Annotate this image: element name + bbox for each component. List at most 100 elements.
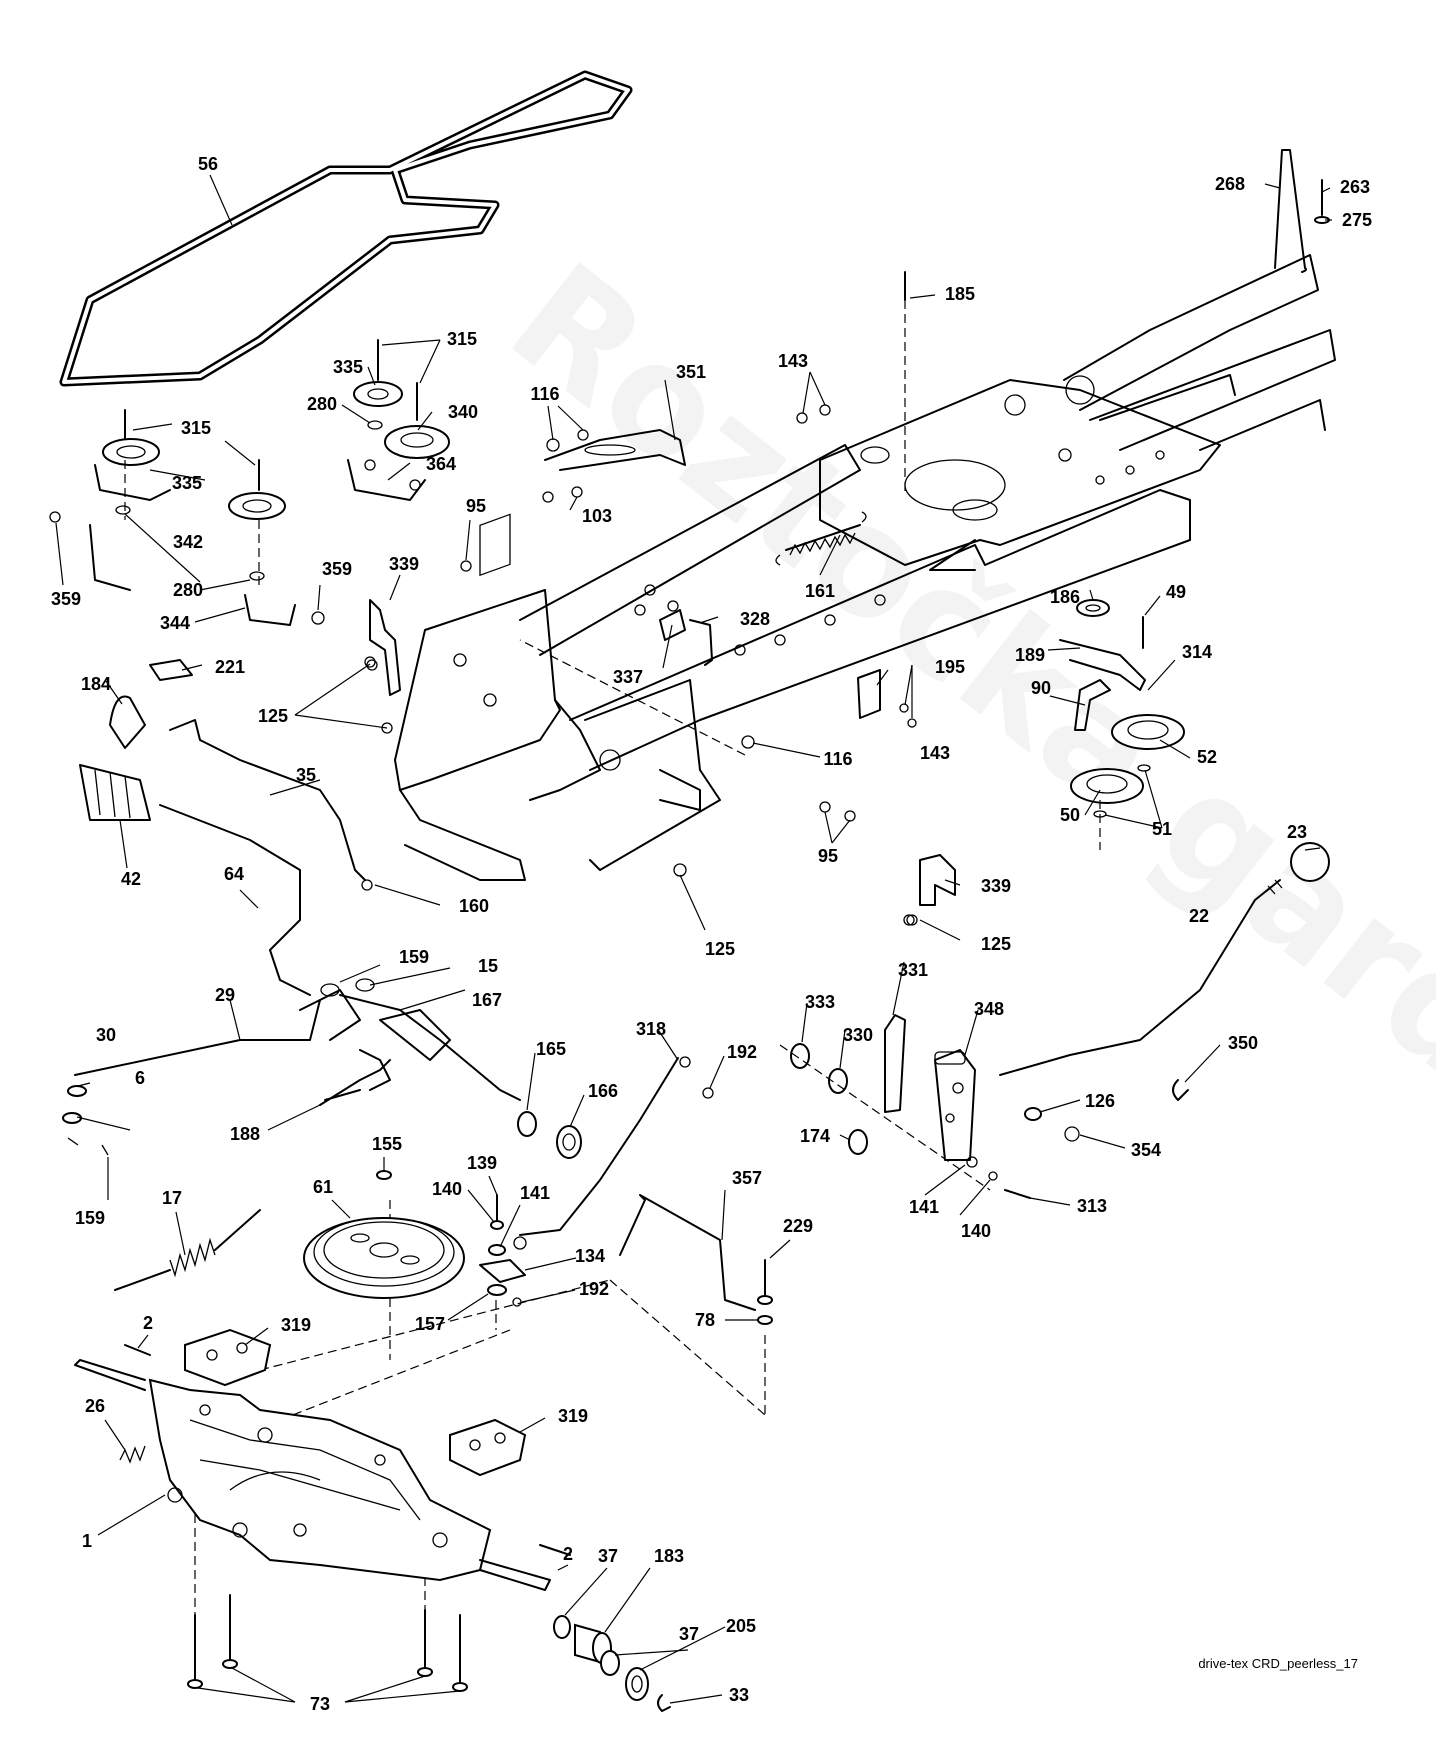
label-184: 184 [81,674,111,694]
link-357[interactable] [619,1194,773,1325]
bracket-339-right[interactable] [906,854,956,926]
label-335: 335 [172,473,202,493]
label-51: 51 [1152,819,1172,839]
rod-268[interactable] [1274,149,1330,273]
label-192: 192 [727,1042,757,1062]
label-56: 56 [198,154,218,174]
label-192: 192 [579,1279,609,1299]
label-159: 159 [399,947,429,967]
label-23: 23 [1287,822,1307,842]
idler-pulley-group-upper[interactable] [347,339,450,501]
label-52: 52 [1197,747,1217,767]
label-95: 95 [818,846,838,866]
label-313: 313 [1077,1196,1107,1216]
spring-17[interactable] [114,1209,261,1291]
label-116: 116 [823,749,852,769]
label-49: 49 [1166,582,1186,602]
label-330: 330 [843,1025,873,1045]
label-188: 188 [230,1124,260,1144]
label-50: 50 [1060,805,1080,825]
label-189: 189 [1015,645,1045,665]
label-331: 331 [898,960,928,980]
label-359: 359 [51,589,81,609]
label-195: 195 [935,657,965,677]
label-319: 319 [558,1406,588,1426]
label-359: 359 [322,559,352,579]
bracket-351[interactable] [542,429,686,503]
label-2: 2 [563,1544,573,1564]
rod-318[interactable] [519,1056,714,1236]
hardware-139-157[interactable] [479,1194,527,1307]
label-6: 6 [135,1068,145,1088]
label-340: 340 [448,402,478,422]
fasteners-126-354[interactable] [1024,1079,1189,1142]
label-364: 364 [426,454,456,474]
lever-331-348[interactable] [884,1014,976,1161]
pulley-group-right[interactable] [1059,599,1185,850]
label-141: 141 [909,1197,939,1217]
keys-2[interactable] [124,1344,571,1556]
label-37: 37 [598,1546,618,1566]
washers-30-6[interactable] [62,1085,109,1156]
label-22: 22 [1189,906,1209,926]
spring-26[interactable] [119,1445,146,1464]
label-268: 268 [1215,174,1245,194]
bushing-165-166[interactable] [517,1111,582,1159]
bracket-339-left[interactable] [366,599,401,734]
diagram-caption: drive-tex CRD_peerless_17 [1198,1656,1358,1671]
label-205: 205 [726,1616,756,1636]
idler-pulley-group-left[interactable] [49,409,325,626]
transaxle-1[interactable] [74,1359,551,1591]
rod-35[interactable] [169,719,373,891]
pulley-61[interactable] [303,1170,465,1299]
label-348: 348 [974,999,1004,1019]
label-342: 342 [173,532,203,552]
drive-belt[interactable] [59,70,633,387]
lever-22[interactable] [999,842,1330,1076]
watermark: Roztočka garden [479,231,1436,1243]
label-157: 157 [415,1314,445,1334]
label-139: 139 [467,1153,497,1173]
label-314: 314 [1182,642,1212,662]
label-263: 263 [1340,177,1370,197]
label-339: 339 [981,876,1011,896]
bracket-337-328[interactable] [659,600,713,666]
label-30: 30 [96,1025,116,1045]
label-221: 221 [215,657,245,677]
spring-161[interactable] [775,511,867,566]
label-64: 64 [224,864,244,884]
label-143: 143 [778,351,808,371]
mount-319-upper[interactable] [184,1328,272,1387]
label-141: 141 [520,1183,550,1203]
label-78: 78 [695,1310,715,1330]
label-126: 126 [1085,1091,1115,1111]
leader-lines [55,174,1332,1704]
label-339: 339 [389,554,419,574]
label-1: 1 [82,1531,92,1551]
label-103: 103 [582,506,612,526]
label-134: 134 [575,1246,605,1266]
label-280: 280 [173,580,203,600]
label-166: 166 [588,1081,618,1101]
fasteners-141-140-313[interactable] [779,1044,1031,1199]
axle-parts-right[interactable] [553,1615,671,1712]
hand-controls[interactable] [79,659,193,821]
label-186: 186 [1050,587,1080,607]
tractor-frame [394,254,1336,881]
bolts-73[interactable] [187,1594,468,1692]
label-61: 61 [313,1177,333,1197]
label-42: 42 [121,869,141,889]
mount-319-lower[interactable] [449,1418,527,1477]
bracket-195[interactable] [857,669,917,728]
label-143: 143 [920,743,950,763]
label-125: 125 [258,706,288,726]
label-125: 125 [705,939,735,959]
lever-64-linkage[interactable] [74,804,521,1101]
label-35: 35 [296,765,316,785]
label-160: 160 [459,896,489,916]
label-116: 116 [530,384,559,404]
rod-188[interactable] [319,1059,391,1106]
label-229: 229 [783,1216,813,1236]
label-319: 319 [281,1315,311,1335]
